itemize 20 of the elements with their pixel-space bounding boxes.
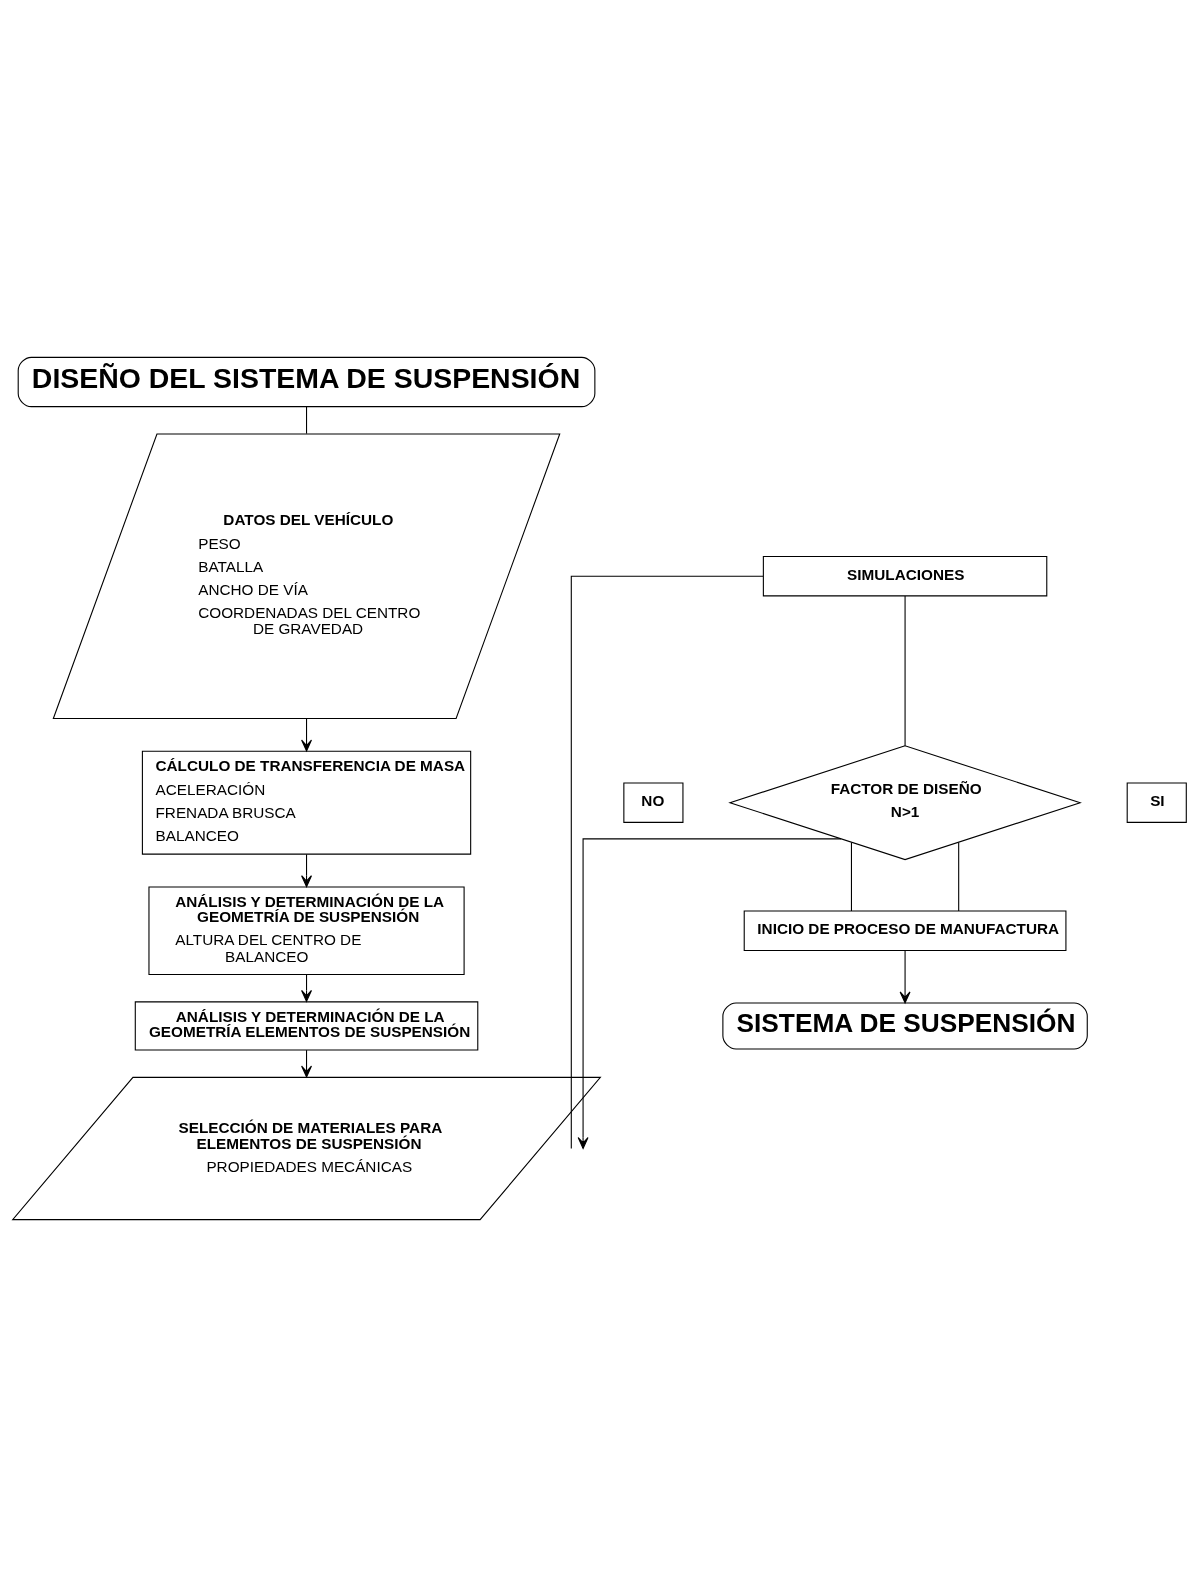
arrow <box>577 838 842 1149</box>
arrow <box>301 718 312 752</box>
connector <box>306 406 308 435</box>
connector <box>570 575 764 1149</box>
connector <box>958 842 960 912</box>
arrow <box>301 1049 312 1078</box>
connector <box>904 595 906 747</box>
node-box: ANÁLISIS Y DETERMINACIÓN DE LA GEOMETRÍA DE SUSPENSIÓN ALTURA DEL CENTRO DE BALANCEO <box>148 886 465 976</box>
node-box: DISEÑO DEL SISTEMA DE SUSPENSIÓN <box>17 356 596 408</box>
arrow <box>301 853 312 888</box>
arrow <box>899 949 911 1004</box>
node-diamond: FACTOR DE DISEÑO N>1 <box>728 745 1082 861</box>
node-box: INICIO DE PROCESO DE MANUFACTURA <box>743 910 1067 951</box>
node-box: SI <box>1126 782 1187 823</box>
node-box: CÁLCULO DE TRANSFERENCIA DE MASA ACELERACIÓN FRENADA BRUSCA BALANCEO <box>141 750 472 855</box>
node-box: NO <box>623 782 684 823</box>
connector <box>850 842 852 912</box>
node-box: SIMULACIONES <box>762 556 1048 597</box>
node-box: SISTEMA DE SUSPENSIÓN <box>722 1002 1088 1050</box>
node-box: ANÁLISIS Y DETERMINACIÓN DE LA GEOMETRÍA ELEMENTOS DE SUSPENSIÓN <box>134 1001 479 1051</box>
